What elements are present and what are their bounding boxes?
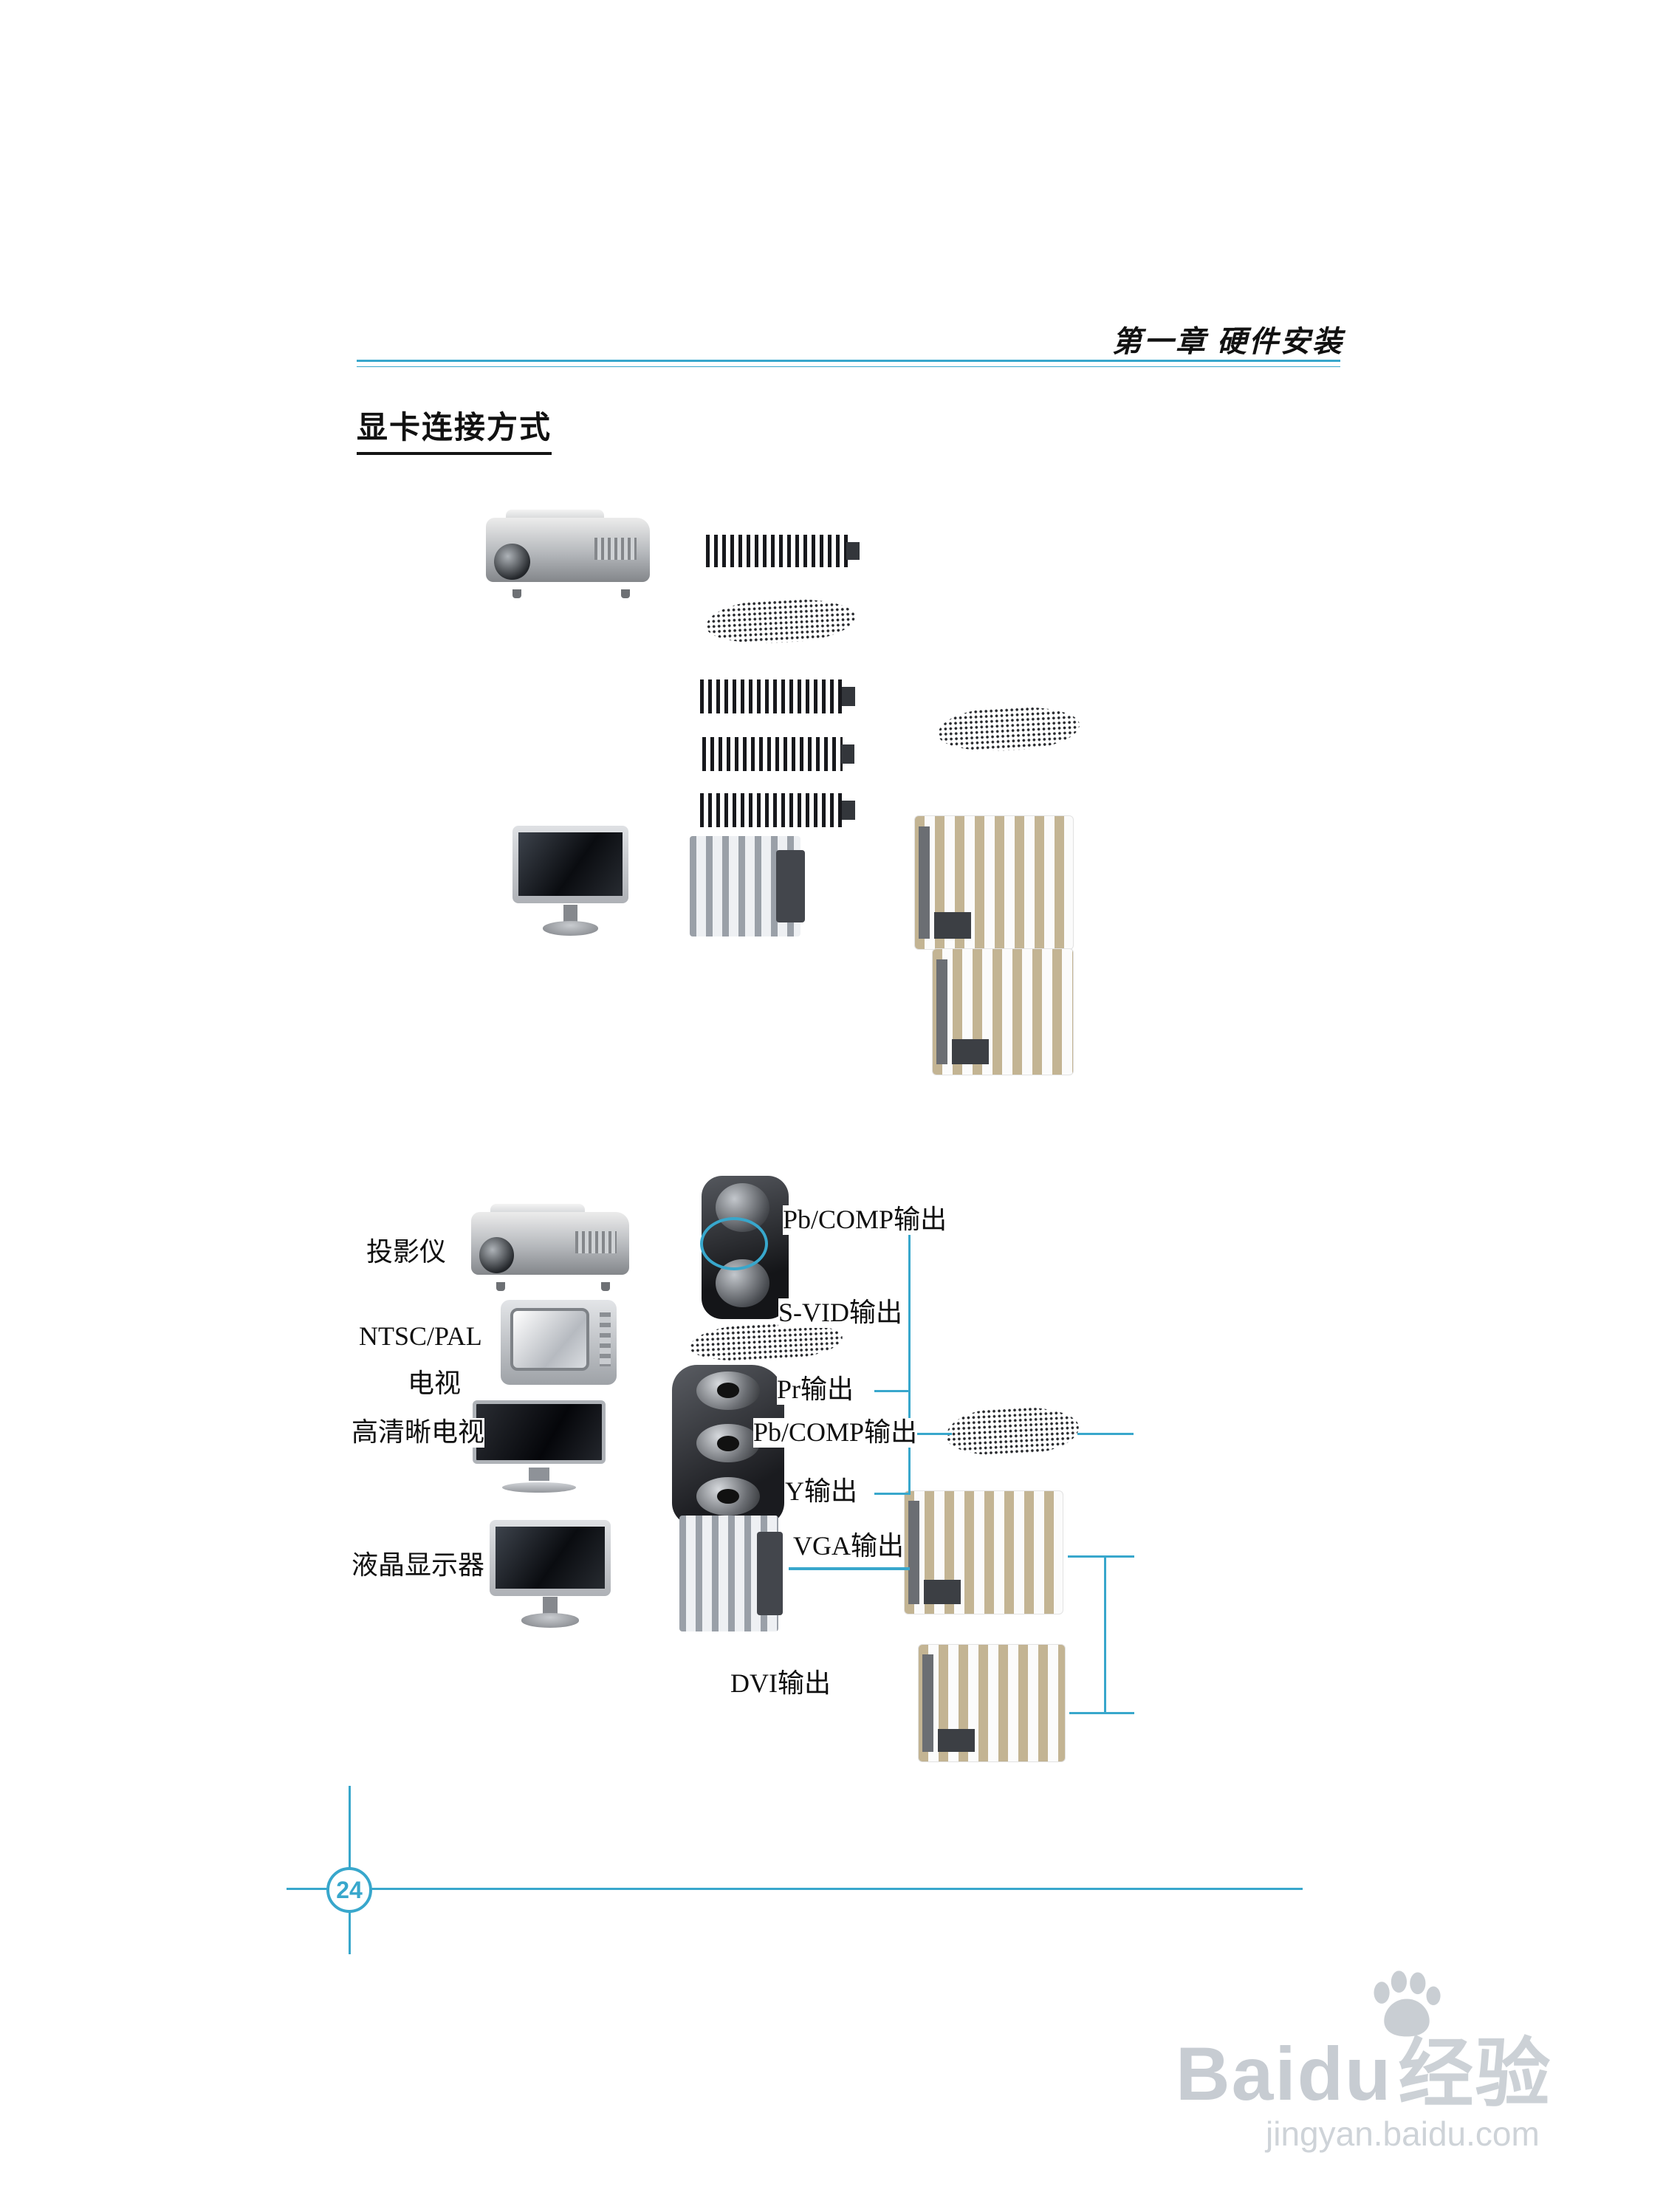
lcd-monitor-image-top: [512, 826, 628, 936]
watermark-brand-latin: Baidu: [1176, 2032, 1393, 2116]
projector-foot: [601, 1281, 611, 1291]
output-label-pb-comp-component: Pb/COMP输出: [753, 1417, 918, 1448]
output-label-s-video: S-VID输出: [778, 1298, 902, 1328]
section-title: 显卡连接方式: [357, 403, 552, 455]
projector-image: [471, 1201, 629, 1291]
cable-stripes-image: [700, 679, 855, 713]
connector-line-from-cable: [1077, 1433, 1134, 1435]
component-connector-image: [672, 1365, 784, 1525]
vga-connector-image-top: [690, 836, 805, 936]
page-number-badge: 24: [326, 1867, 372, 1913]
watermark-url: jingyan.baidu.com: [1266, 2115, 1540, 2153]
graphics-card-image-2: [932, 948, 1074, 1075]
projector-foot: [512, 589, 521, 598]
tv-screen: [510, 1307, 589, 1372]
vga-connector-image: [679, 1516, 784, 1631]
dvi-port: [938, 1728, 975, 1753]
monitor-base: [521, 1613, 580, 1628]
vga-label-underline: [789, 1567, 910, 1570]
device-label-hdtv: 高清晰电视: [352, 1417, 485, 1448]
card-bracket-line-vertical: [1104, 1555, 1106, 1714]
watermark-brand: Baidu经验: [1176, 2013, 1552, 2122]
projector-vent: [594, 538, 637, 560]
card-bracket: [936, 959, 947, 1065]
projector-foot: [621, 589, 631, 598]
card-bracket: [919, 826, 930, 939]
cable-halftone-image: [944, 1404, 1080, 1459]
cable-stripes-image: [706, 535, 860, 567]
hdtv-base: [501, 1482, 577, 1493]
card-bracket: [922, 1654, 933, 1753]
cable-halftone-image: [704, 595, 857, 647]
lcd-monitor-image: [490, 1520, 611, 1629]
header-rule-bottom: [357, 366, 1340, 367]
rca-jack: [696, 1424, 760, 1463]
connector-line-pr: [874, 1390, 910, 1392]
footer-horizontal-rule: [287, 1888, 1303, 1890]
output-label-vga: VGA输出: [793, 1531, 904, 1561]
projector-image-top: [486, 507, 650, 598]
hdtv-image: [473, 1400, 606, 1496]
output-label-pr: Pr输出: [777, 1374, 854, 1405]
projector-foot: [496, 1281, 506, 1291]
rca-jack: [696, 1476, 760, 1516]
device-label-tv-line2: 电视: [408, 1369, 462, 1399]
crt-tv-image: [501, 1300, 620, 1390]
cable-stripes-image: [702, 737, 854, 771]
rca-jack: [696, 1371, 760, 1410]
chapter-title: 第一章 硬件安装: [1112, 325, 1344, 358]
watermark-brand-cjk: 经验: [1398, 2032, 1552, 2116]
card-bracket-line-top: [1068, 1555, 1134, 1558]
dvi-port: [952, 1039, 989, 1065]
connector-line-to-cable: [911, 1433, 952, 1435]
monitor-screen: [496, 1526, 605, 1589]
monitor-screen: [518, 832, 623, 896]
monitor-base: [542, 921, 599, 936]
connector-line-vertical: [908, 1223, 911, 1495]
device-label-lcd-monitor: 液晶显示器: [352, 1550, 485, 1581]
device-label-projector: 投影仪: [366, 1237, 447, 1267]
projector-lens-icon: [479, 1236, 514, 1273]
monitor-neck: [543, 1597, 558, 1615]
annotation-circle: [700, 1217, 768, 1270]
tv-controls: [600, 1312, 611, 1367]
monitor-neck: [563, 904, 577, 922]
graphics-card-image-4: [918, 1644, 1066, 1762]
graphics-card-image-1: [914, 815, 1074, 950]
card-bracket-line-bottom: [1069, 1712, 1134, 1714]
card-bracket: [908, 1501, 919, 1604]
hdtv-screen: [473, 1400, 606, 1464]
projector-vent: [575, 1231, 617, 1253]
cable-halftone-image: [936, 704, 1081, 754]
header-rule-top: [357, 360, 1340, 362]
projector-lens-icon: [494, 543, 530, 581]
hdtv-neck: [528, 1468, 550, 1482]
graphics-card-image-3: [904, 1490, 1063, 1615]
cable-stripes-image: [700, 793, 855, 827]
output-label-y: Y输出: [785, 1476, 857, 1507]
dvi-port: [924, 1579, 961, 1604]
baidu-paw-icon: [1374, 1970, 1441, 2037]
connector-line-y: [874, 1493, 910, 1495]
output-label-pb-comp-svideo: Pb/COMP输出: [783, 1205, 947, 1235]
output-label-dvi: DVI输出: [730, 1668, 831, 1699]
device-label-tv-line1: NTSC/PAL: [359, 1321, 482, 1352]
dvi-port: [934, 911, 971, 939]
